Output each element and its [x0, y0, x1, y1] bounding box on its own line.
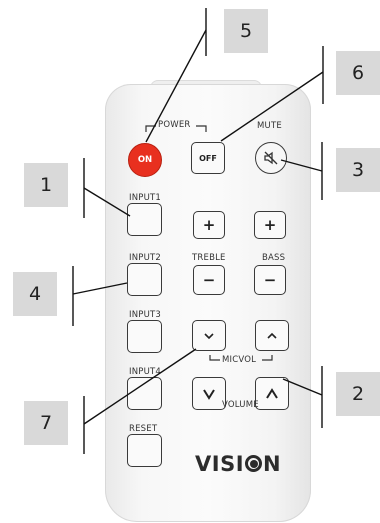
reset-button[interactable]: [127, 434, 162, 467]
micvol-down-button[interactable]: [192, 320, 226, 351]
micvol-up-button[interactable]: [255, 320, 289, 351]
input2-label: INPUT2: [129, 253, 162, 263]
chevron-up-icon: [266, 387, 278, 399]
callout-5-number: 5: [239, 20, 253, 42]
speaker-muted-icon: [264, 151, 278, 165]
treble-minus-glyph: −: [202, 271, 216, 289]
callout-2: 2: [336, 372, 380, 416]
bass-minus-glyph: −: [263, 271, 277, 289]
callout-1: 1: [24, 163, 68, 207]
callout-7-number: 7: [39, 412, 53, 434]
callout-2-number: 2: [351, 383, 365, 405]
vision-logo-text-b: N: [263, 452, 282, 476]
input3-label: INPUT3: [129, 310, 162, 320]
bass-minus-button[interactable]: −: [254, 265, 286, 295]
mute-button[interactable]: [255, 142, 287, 174]
power-off-label: OFF: [199, 153, 217, 163]
micvol-label: MICVOL: [222, 355, 257, 365]
volume-label: VOLUME: [222, 400, 259, 410]
callout-6-number: 6: [351, 62, 365, 84]
bass-plus-button[interactable]: +: [254, 211, 286, 239]
power-on-label: ON: [137, 155, 153, 165]
bass-plus-glyph: +: [263, 216, 277, 234]
vision-logo-text-a: VISI: [195, 452, 245, 476]
input4-button[interactable]: [127, 377, 162, 410]
callout-4-number: 4: [28, 283, 42, 305]
input4-label: INPUT4: [129, 367, 162, 377]
callout-4: 4: [13, 272, 57, 316]
callout-1-number: 1: [39, 174, 53, 196]
chevron-down-icon: [203, 388, 215, 400]
input1-label: INPUT1: [129, 193, 162, 203]
callout-3-number: 3: [351, 159, 365, 181]
power-on-button[interactable]: ON: [128, 143, 162, 177]
mute-label: MUTE: [257, 121, 282, 131]
vision-logo-o-mark: [245, 455, 263, 472]
input3-button[interactable]: [127, 320, 162, 353]
chevron-down-icon: [204, 332, 214, 339]
bass-label: BASS: [262, 253, 286, 263]
volume-up-button[interactable]: [255, 377, 289, 410]
vision-logo: VISI N: [195, 452, 281, 476]
callout-3: 3: [336, 148, 380, 192]
treble-label: TREBLE: [192, 253, 226, 263]
power-off-button[interactable]: OFF: [191, 142, 225, 174]
chevron-up-icon: [267, 332, 277, 339]
volume-down-button[interactable]: [192, 377, 226, 410]
treble-minus-button[interactable]: −: [193, 265, 225, 295]
input2-button[interactable]: [127, 263, 162, 296]
treble-plus-button[interactable]: +: [193, 211, 225, 239]
power-label: POWER: [158, 120, 191, 130]
callout-7: 7: [24, 401, 68, 445]
reset-label: RESET: [129, 424, 158, 434]
callout-5: 5: [224, 9, 268, 53]
treble-plus-glyph: +: [202, 216, 216, 234]
callout-6: 6: [336, 51, 380, 95]
input1-button[interactable]: [127, 203, 162, 236]
